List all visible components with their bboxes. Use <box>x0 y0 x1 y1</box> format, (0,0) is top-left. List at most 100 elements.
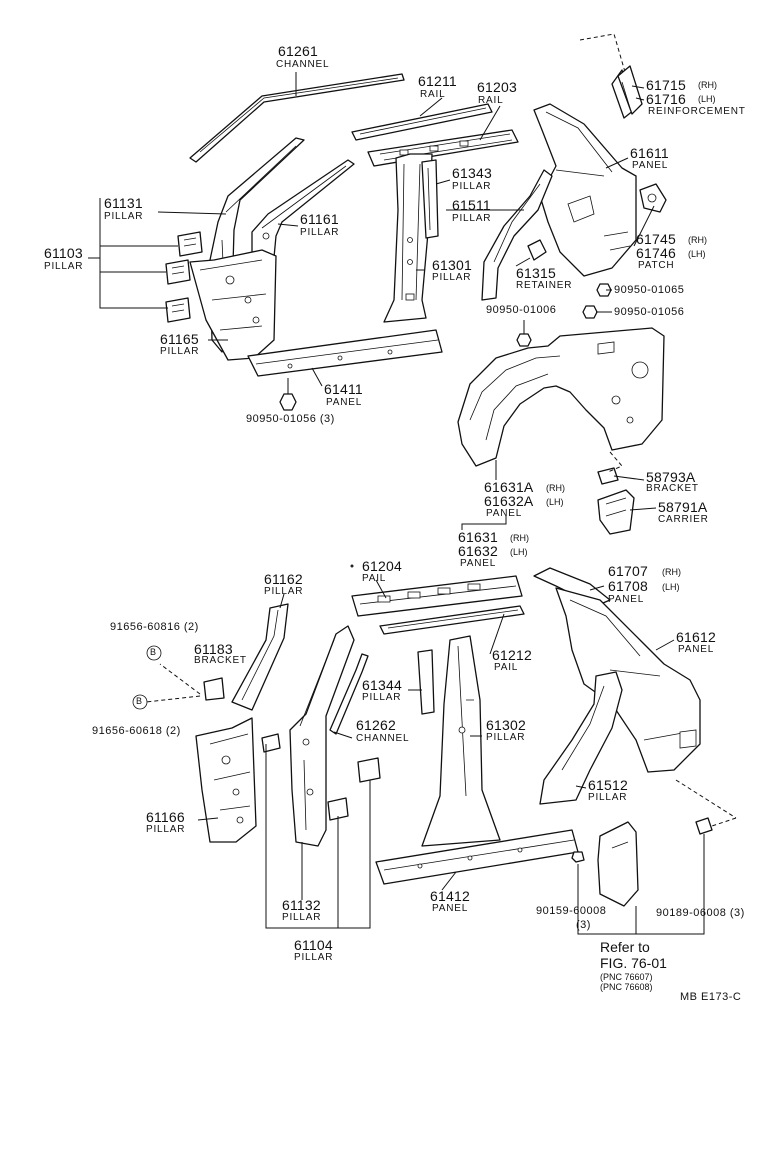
channel-61261 <box>189 73 405 163</box>
callout-61632-number: 61632 <box>458 543 498 559</box>
callout-61103-number: 61103 <box>44 245 83 261</box>
callout-61343-name: PILLAR <box>452 181 492 192</box>
callout-61411-number: 61411 <box>324 381 363 397</box>
reference-pnc-1: (PNC 76607) <box>600 972 653 982</box>
callout-58791A-name: CARRIER <box>658 514 709 525</box>
callout-61183-name: BRACKET <box>194 655 247 666</box>
bracket-61183 <box>203 677 225 701</box>
panel-61611 <box>533 103 637 277</box>
diagram-code: MB E173-C <box>680 991 742 1003</box>
callout-61343-number: 61343 <box>452 165 492 181</box>
screw-90159 <box>571 851 585 863</box>
callout-61212-number: 61212 <box>492 647 532 663</box>
callout-61632-name: PANEL <box>460 558 497 569</box>
pillar-61162 <box>231 603 289 711</box>
callout-90159-number: 90159-60008 <box>536 905 607 917</box>
reference-lead: Refer to <box>600 939 650 955</box>
callout-61708-number: 61708 <box>608 578 648 594</box>
callout-61165-name: PILLAR <box>160 346 200 357</box>
callout-61131-name: PILLAR <box>104 211 144 222</box>
patch-61745 <box>639 183 667 213</box>
callout-61632A-number: 61632A <box>484 493 534 509</box>
callout-61631A-suffix: (RH) <box>546 483 565 493</box>
callout-61611-name: PANEL <box>632 160 669 171</box>
callout-61301-number: 61301 <box>432 257 472 273</box>
reinforcement-61715 <box>579 33 643 119</box>
callout-61203-name: RAIL <box>478 95 504 106</box>
callout-61165-number: 61165 <box>160 331 199 347</box>
callout-61412-name: PANEL <box>432 903 469 914</box>
callout-61707-suffix: (RH) <box>662 567 681 577</box>
callout-61166-number: 61166 <box>146 809 185 825</box>
callout-61632A-suffix: (LH) <box>546 497 564 507</box>
bracket-58793A <box>597 467 619 485</box>
callout-61511-name: PILLAR <box>452 213 492 224</box>
retainer-61315 <box>527 239 547 261</box>
pillar-61132 <box>289 625 355 847</box>
callout-61166-name: PILLAR <box>146 824 186 835</box>
callout-61203-number: 61203 <box>477 79 517 95</box>
callout-61344-number: 61344 <box>362 677 402 693</box>
callout-61344-name: PILLAR <box>362 692 402 703</box>
callout-61632A-name: PANEL <box>486 508 523 519</box>
callout-61631A-number: 61631A <box>484 479 534 495</box>
callout-61162-name: PILLAR <box>264 586 304 597</box>
nut-90950-01065 <box>596 283 612 297</box>
callout-61161-number: 61161 <box>300 211 339 227</box>
callout-61301-name: PILLAR <box>432 272 472 283</box>
callout-61104-number: 61104 <box>294 937 333 953</box>
callout-61315-number: 61315 <box>516 265 556 281</box>
nut-90950-01056 <box>582 305 598 319</box>
callout-61315-name: RETAINER <box>516 280 573 291</box>
callout-90950-01006: 90950-01006 <box>486 304 557 316</box>
callout-61512-name: PILLAR <box>588 792 628 803</box>
callout-61716-name: REINFORCEMENT <box>648 106 746 117</box>
bolt-marker-b1 <box>146 645 162 661</box>
leader-lines <box>88 72 737 935</box>
callout-91656-60618: 91656-60618 (2) <box>92 725 181 737</box>
callout-91656-60816: 91656-60816 (2) <box>110 621 199 633</box>
callout-61261-number: 61261 <box>278 43 318 59</box>
callout-90189-06008: 90189-06008 (3) <box>656 907 745 919</box>
callout-90950-01065: 90950-01065 <box>614 284 685 296</box>
pillar-61301 <box>383 153 433 323</box>
callout-61411-name: PANEL <box>326 397 363 408</box>
pillar-61103-brackets <box>165 231 203 323</box>
rail-61203 <box>367 129 519 167</box>
nut-90950-lower <box>279 378 297 411</box>
callout-61512-number: 61512 <box>588 777 628 793</box>
pillar-61165 <box>189 249 277 361</box>
callout-61745-number: 61745 <box>636 231 676 247</box>
callout-61212-name: PAIL <box>494 662 519 673</box>
clip-90189 <box>695 817 713 835</box>
callout-61746-suffix: (LH) <box>688 249 706 259</box>
callout-61631-number: 61631 <box>458 529 498 545</box>
callout-61161-name: PILLAR <box>300 227 340 238</box>
callout-58791A-number: 58791A <box>658 499 708 515</box>
reference-figure[interactable]: FIG. 76-01 <box>600 955 667 971</box>
bolt-marker-b1-letter: B <box>150 647 157 657</box>
callout-61632-suffix: (LH) <box>510 547 528 557</box>
callout-90950-01056-3: 90950-01056 (3) <box>246 413 335 425</box>
nut-90950-01006 <box>516 320 532 347</box>
pillar-61166 <box>195 717 257 843</box>
callout-61183-number: 61183 <box>194 641 233 657</box>
callout-61612-number: 61612 <box>676 629 716 645</box>
dot <box>350 564 354 568</box>
callout-61612-name: PANEL <box>678 644 715 655</box>
pillar-61511 <box>481 169 553 301</box>
callout-61132-number: 61132 <box>282 897 321 913</box>
callout-61104-name: PILLAR <box>294 952 334 963</box>
callout-61708-suffix: (LH) <box>662 582 680 592</box>
callout-61746-number: 61746 <box>636 245 676 261</box>
callout-61716-number: 61716 <box>646 91 686 107</box>
mudguard <box>597 821 639 907</box>
panel-61612 <box>555 587 701 773</box>
callout-61302-name: PILLAR <box>486 732 526 743</box>
callout-61262-number: 61262 <box>356 717 396 733</box>
rail-61212 <box>379 605 525 635</box>
callout-61707-number: 61707 <box>608 563 648 579</box>
bolt-marker-b2-letter: B <box>136 696 143 706</box>
